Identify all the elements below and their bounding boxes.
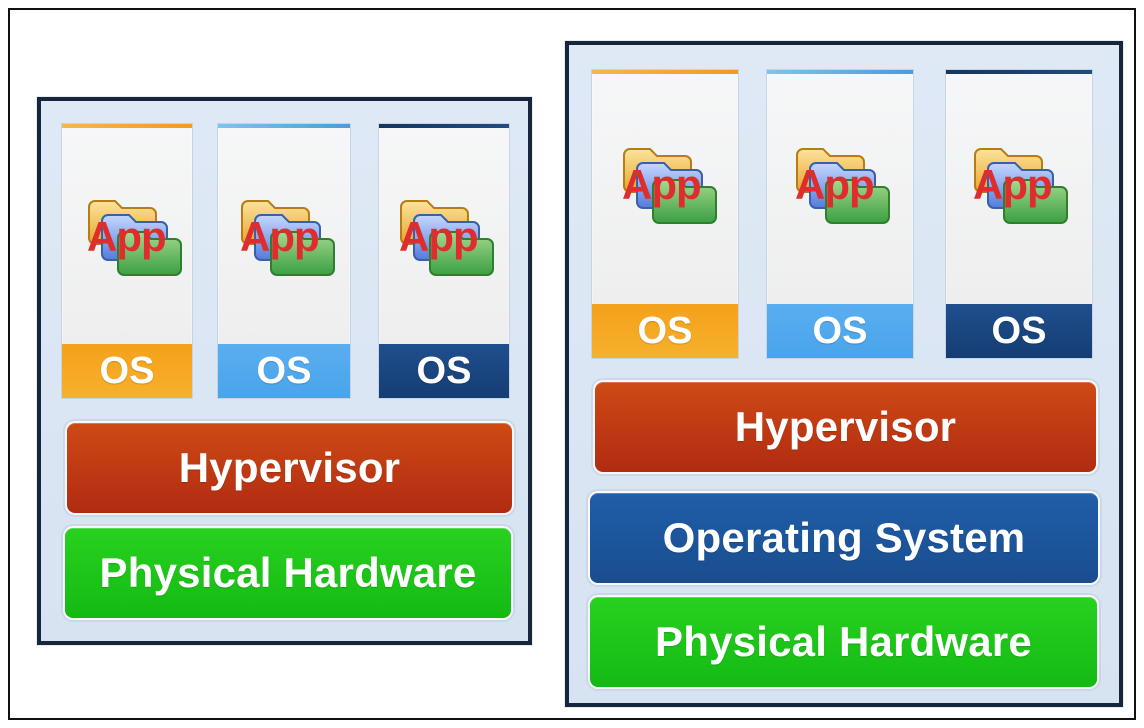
type1-virtualization-diagram: App OS App bbox=[37, 97, 532, 645]
os-label: OS bbox=[946, 304, 1092, 358]
physical-hardware-layer: Physical Hardware bbox=[590, 597, 1097, 687]
app-stack-icon: App bbox=[622, 148, 717, 224]
app-label: App bbox=[240, 213, 319, 260]
type2-virtualization-diagram: App OS App bbox=[565, 41, 1123, 707]
vm-card: App OS bbox=[945, 69, 1093, 359]
os-label: OS bbox=[62, 344, 192, 398]
physical-hardware-layer: Physical Hardware bbox=[65, 528, 511, 618]
app-stack-icon: App bbox=[87, 200, 182, 276]
vm-card: App OS bbox=[217, 123, 351, 399]
app-label: App bbox=[622, 161, 701, 208]
os-label: OS bbox=[218, 344, 350, 398]
app-label: App bbox=[399, 213, 478, 260]
app-stack-icon: App bbox=[973, 148, 1068, 224]
app-stack-icon: App bbox=[240, 200, 335, 276]
operating-system-layer: Operating System bbox=[590, 493, 1098, 583]
app-label: App bbox=[795, 161, 874, 208]
app-stack-icon: App bbox=[795, 148, 890, 224]
hypervisor-layer: Hypervisor bbox=[67, 423, 512, 513]
os-label: OS bbox=[379, 344, 509, 398]
vm-card: App OS bbox=[378, 123, 510, 399]
vm-card: App OS bbox=[766, 69, 914, 359]
hypervisor-layer: Hypervisor bbox=[595, 382, 1096, 472]
app-label: App bbox=[87, 213, 166, 260]
app-stack-icon: App bbox=[399, 200, 494, 276]
os-label: OS bbox=[767, 304, 913, 358]
vm-card: App OS bbox=[61, 123, 193, 399]
vm-card: App OS bbox=[591, 69, 739, 359]
app-label: App bbox=[973, 161, 1052, 208]
os-label: OS bbox=[592, 304, 738, 358]
